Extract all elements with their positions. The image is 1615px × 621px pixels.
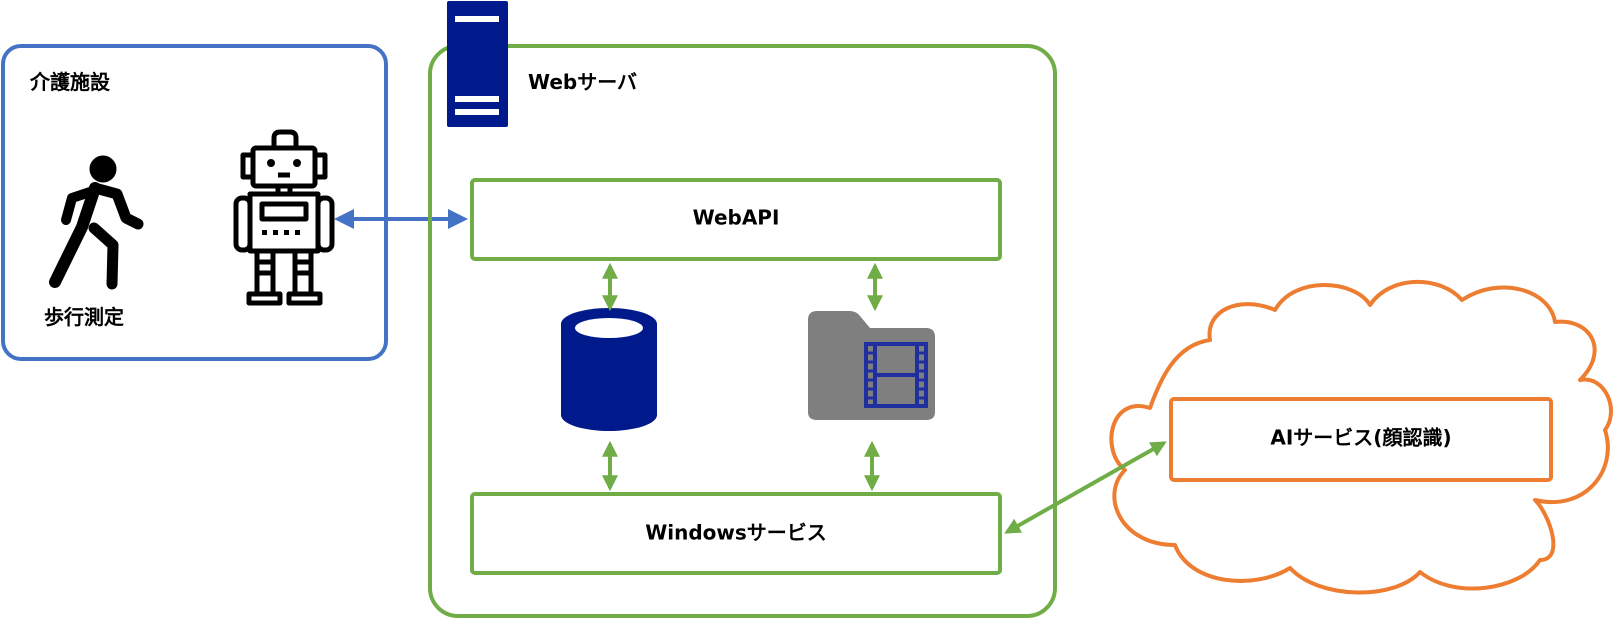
web-server-box [428, 44, 1057, 618]
web-server-title: Webサーバ [528, 70, 637, 94]
robot-icon [233, 129, 335, 306]
care-facility-title: 介護施設 [29, 70, 111, 94]
windows-service-box [470, 492, 1002, 575]
server-tower-icon [447, 1, 508, 127]
service-ai-connector [1004, 441, 1167, 534]
ai-service-label: AIサービス(顔認識) [1270, 426, 1451, 450]
database-cylinder-icon [561, 308, 657, 431]
video-folder-icon [808, 311, 935, 420]
care-facility-box [1, 44, 388, 361]
webapi-label: WebAPI [693, 206, 780, 230]
walking-person-icon [49, 155, 144, 290]
walk-measurement-caption: 歩行測定 [44, 305, 124, 329]
film-strip-icon [864, 342, 928, 408]
ai-service-box [1169, 397, 1553, 482]
webapi-box [470, 178, 1002, 261]
windows-service-label: Windowsサービス [645, 521, 827, 545]
